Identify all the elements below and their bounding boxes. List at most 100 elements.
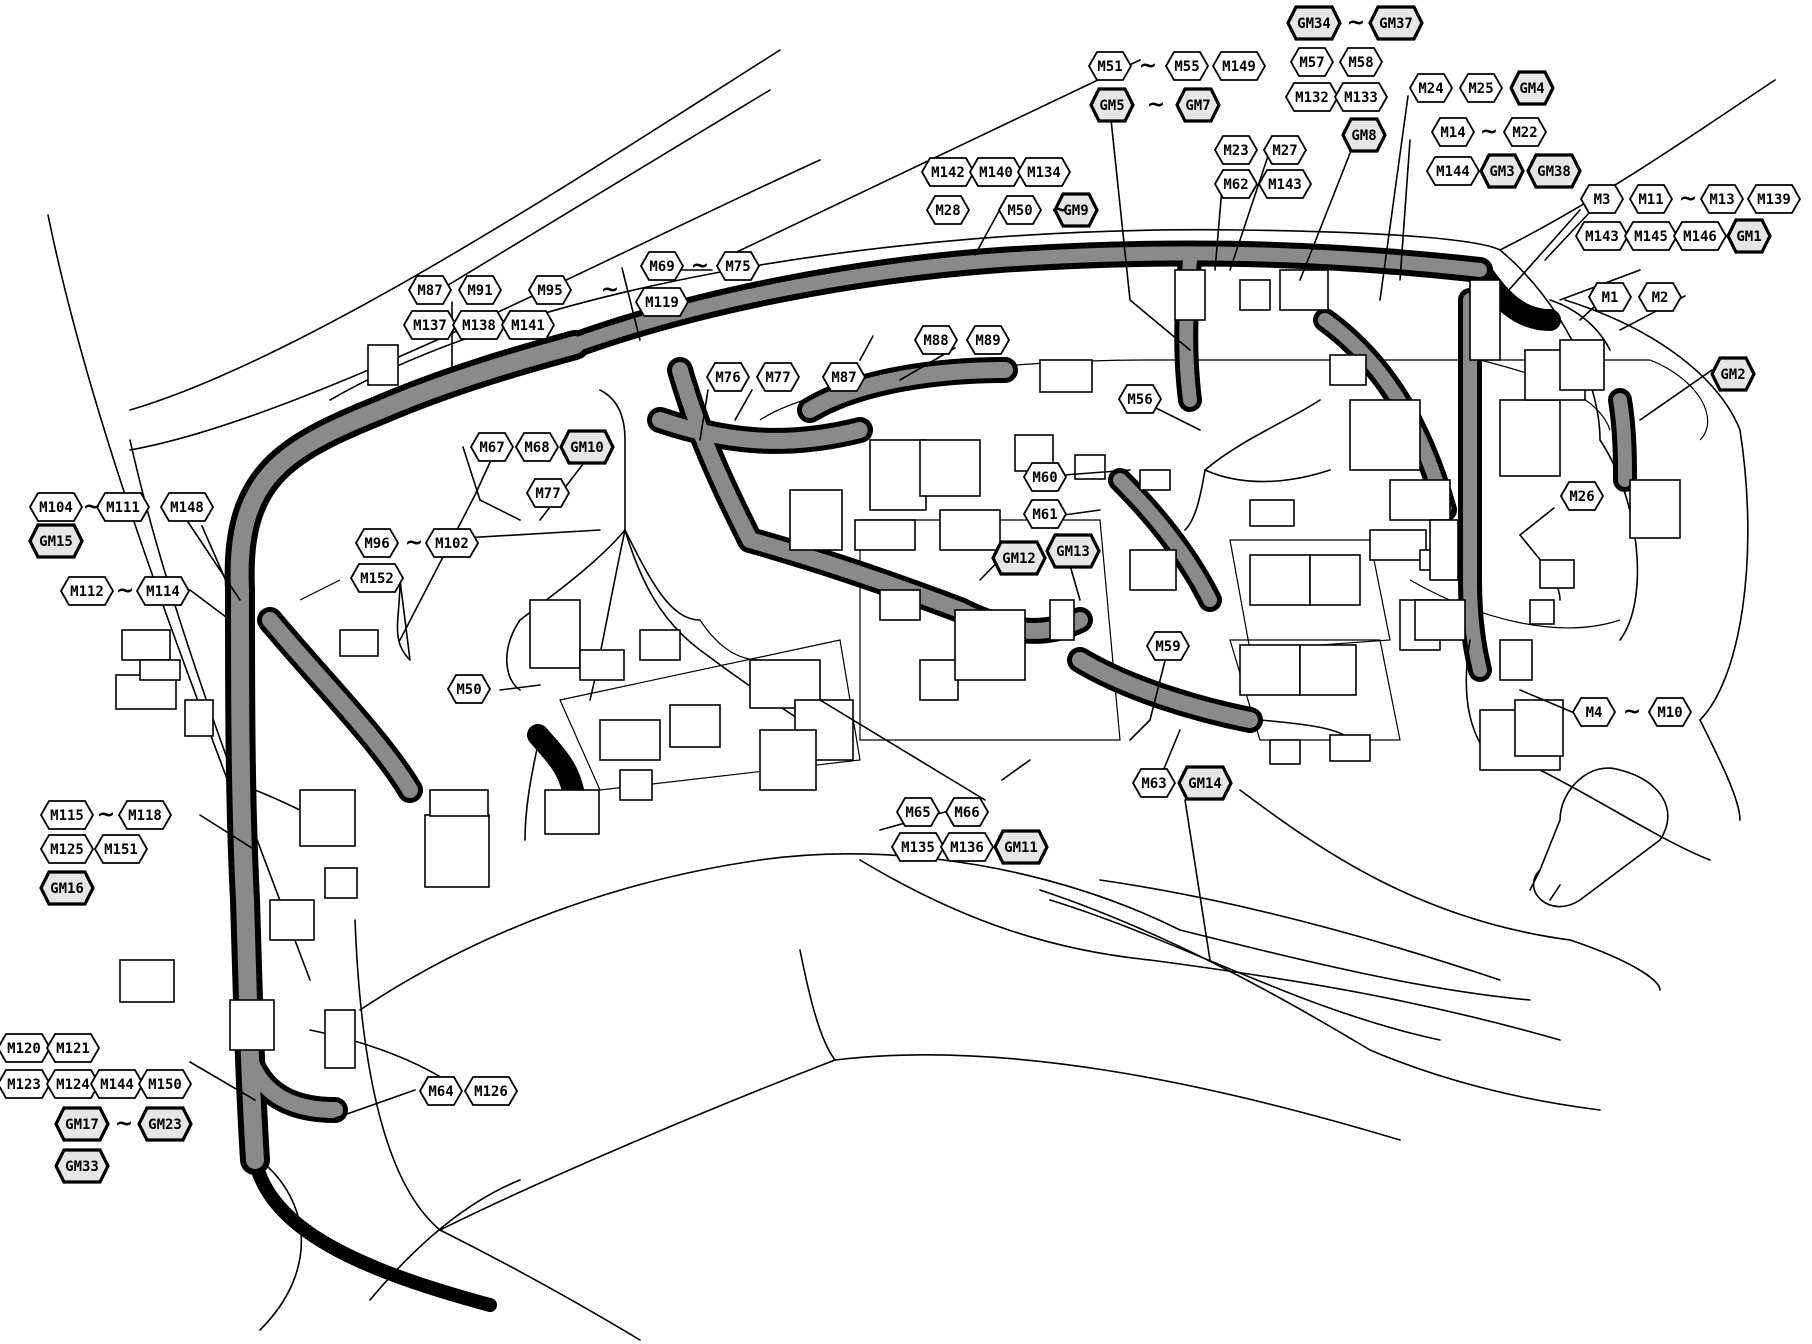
range-tilde: ~	[1347, 11, 1365, 36]
connector-label-m77b: M77	[525, 478, 571, 508]
connector-label-text: M65	[905, 805, 930, 821]
ground-tag-shape	[137, 1106, 193, 1142]
connector-label-m96: M96	[354, 528, 400, 558]
ground-tag-shape	[39, 870, 95, 906]
connector-label-text: M123	[7, 1077, 41, 1093]
ground-tag-shape	[1286, 5, 1342, 41]
connector-label-gm4: GM4	[1509, 70, 1555, 106]
connector-label-text: M55	[1174, 59, 1199, 75]
connector-label-text: M144	[1436, 164, 1470, 180]
connector-label-text: M13	[1709, 192, 1734, 208]
connector-tag-shape	[1213, 169, 1259, 199]
connector-label-text: GM1	[1736, 229, 1761, 245]
connector-label-text: M137	[413, 318, 447, 334]
ground-tag-shape	[1089, 87, 1135, 123]
connector-label-m148: M148	[159, 492, 215, 522]
ground-tag-shape	[1368, 5, 1424, 41]
connector-label-text: M141	[511, 318, 545, 334]
connector-label-m149: M149	[1211, 51, 1267, 81]
connector-tag-shape	[28, 492, 84, 522]
connector-tag-shape	[525, 478, 571, 508]
connector-tag-shape	[1699, 184, 1745, 214]
range-tilde: ~	[1623, 700, 1641, 725]
connector-label-gm37: GM37	[1368, 5, 1424, 41]
connector-tag-shape	[755, 362, 801, 392]
connector-label-text: M104	[39, 500, 73, 516]
connector-label-m11: M11	[1628, 184, 1674, 214]
connector-tag-shape	[925, 195, 971, 225]
connector-label-m144: M144	[1425, 156, 1481, 186]
connector-label-text: M87	[831, 370, 856, 386]
connector-tag-shape	[95, 492, 151, 522]
connector-tag-shape	[944, 797, 990, 827]
connector-label-m14: M14	[1430, 117, 1476, 147]
connector-label-m139: M139	[1746, 184, 1802, 214]
connector-label-m102: M102	[424, 528, 480, 558]
connector-label-text: M111	[106, 500, 140, 516]
connector-label-text: M64	[428, 1084, 453, 1100]
connector-label-text: M25	[1468, 81, 1493, 97]
connector-label-gm12: GM12	[991, 540, 1047, 576]
connector-label-text: M143	[1268, 177, 1302, 193]
connector-tag-shape	[1333, 82, 1389, 112]
connector-label-text: M50	[1007, 203, 1032, 219]
connector-tag-shape	[1022, 499, 1068, 529]
connector-label-text: M96	[364, 536, 389, 552]
connector-tag-shape	[39, 800, 95, 830]
connector-label-m118: M118	[117, 800, 173, 830]
connector-tag-shape	[1458, 73, 1504, 103]
connector-tag-shape	[1289, 47, 1335, 77]
connector-label-m119: M119	[634, 287, 690, 317]
ground-tag-shape	[54, 1106, 110, 1142]
connector-tag-shape	[354, 528, 400, 558]
connector-label-text: M102	[435, 536, 469, 552]
connector-label-text: M1	[1602, 290, 1619, 306]
connector-label-m65: M65	[895, 797, 941, 827]
connector-label-m126: M126	[463, 1076, 519, 1106]
connector-label-gm2: GM2	[1710, 356, 1756, 392]
connector-tag-shape	[135, 576, 191, 606]
vehicle-outline	[47, 49, 1776, 1341]
connector-label-m141: M141	[500, 310, 556, 340]
connector-label-m24: M24	[1408, 73, 1454, 103]
connector-label-text: M136	[950, 840, 984, 856]
range-tilde: ~	[83, 495, 101, 520]
connector-label-m143: M143	[1257, 169, 1313, 199]
connector-tag-shape	[715, 251, 761, 281]
connector-label-m13: M13	[1699, 184, 1745, 214]
connector-label-text: GM8	[1351, 128, 1376, 144]
range-tilde: ~	[1051, 198, 1069, 223]
connector-tag-shape	[424, 528, 480, 558]
connector-label-m144b: M144	[89, 1069, 145, 1099]
connector-label-m26: M26	[1559, 481, 1605, 511]
connector-label-text: M26	[1569, 489, 1594, 505]
connector-label-text: M63	[1141, 776, 1166, 792]
connector-label-m145: M145	[1623, 221, 1679, 251]
connector-label-text: M22	[1512, 125, 1537, 141]
connector-label-text: M66	[954, 805, 979, 821]
connector-label-m61: M61	[1022, 499, 1068, 529]
connector-label-gm1: GM1	[1726, 218, 1772, 254]
connector-tag-shape	[514, 432, 560, 462]
connector-label-text: GM23	[148, 1117, 182, 1133]
connector-label-gm34: GM34	[1286, 5, 1342, 41]
connector-label-text: M148	[170, 500, 204, 516]
connector-label-text: M11	[1638, 192, 1663, 208]
connector-tag-shape	[1408, 73, 1454, 103]
connector-tag-shape	[1145, 631, 1191, 661]
connector-tag-shape	[1211, 51, 1267, 81]
range-tilde: ~	[601, 278, 619, 303]
connector-label-text: M50	[456, 682, 481, 698]
ground-tag-shape	[1045, 533, 1101, 569]
range-tilde: ~	[116, 579, 134, 604]
connector-label-gm23: GM23	[137, 1106, 193, 1142]
connector-label-text: GM9	[1063, 203, 1088, 219]
connectors	[115, 269, 1681, 1069]
connector-label-text: M144	[100, 1077, 134, 1093]
connector-label-text: GM33	[65, 1159, 99, 1175]
connector-label-m23: M23	[1213, 135, 1259, 165]
range-tilde: ~	[405, 531, 423, 556]
ground-tag-shape	[559, 429, 615, 465]
connector-tag-shape	[418, 1076, 464, 1106]
